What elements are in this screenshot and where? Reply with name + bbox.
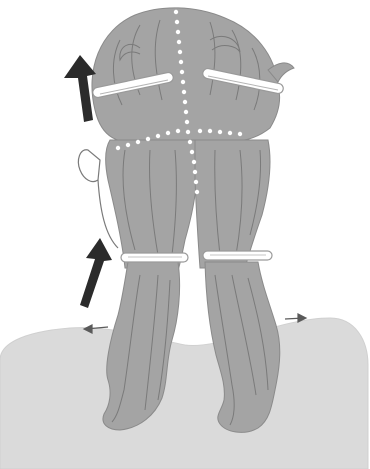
hair-clip-icon	[203, 251, 272, 260]
arrow-up-icon	[64, 55, 96, 122]
hair-right-section	[195, 140, 270, 268]
arrow-up-icon	[80, 238, 112, 308]
shoulders	[0, 318, 368, 469]
left-ear	[78, 150, 100, 182]
hair-clip-icon	[121, 253, 188, 262]
